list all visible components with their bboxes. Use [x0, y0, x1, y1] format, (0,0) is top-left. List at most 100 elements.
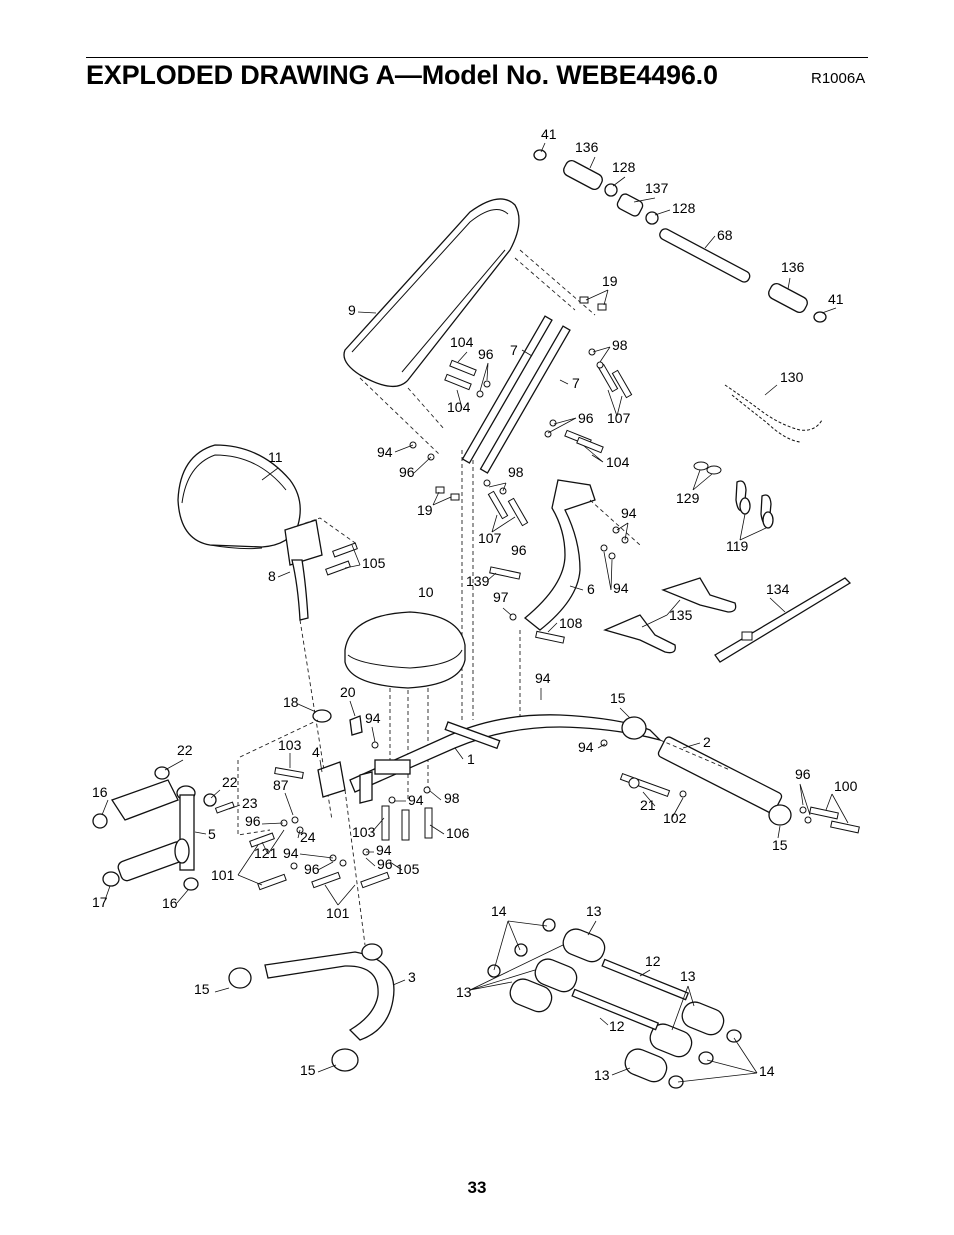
foam-rollers — [487, 918, 742, 1089]
callout: 96 — [245, 813, 261, 829]
callout: 94 — [408, 792, 424, 808]
callout: 96 — [795, 766, 811, 782]
callout: 14 — [759, 1063, 775, 1079]
front-stabilizer — [228, 943, 395, 1072]
callout: 18 — [283, 694, 299, 710]
callout: 2 — [703, 734, 711, 750]
callout: 98 — [444, 790, 460, 806]
triceps-straps — [603, 577, 737, 654]
callout: 13 — [680, 968, 696, 984]
callout: 107 — [607, 410, 631, 426]
callout: 94 — [365, 710, 381, 726]
callout: 136 — [575, 139, 599, 155]
callout: 139 — [466, 573, 490, 589]
callout: 94 — [535, 670, 551, 686]
callout: 24 — [300, 829, 316, 845]
callout: 15 — [194, 981, 210, 997]
callout: 94 — [283, 845, 299, 861]
callout: 105 — [396, 861, 420, 877]
callout: 102 — [663, 810, 687, 826]
callout: 19 — [602, 273, 618, 289]
back-frame-hardware — [409, 348, 633, 580]
callout: 100 — [834, 778, 858, 794]
callout: 1 — [467, 751, 475, 767]
leader-lines — [101, 142, 849, 1083]
callout: 7 — [510, 342, 518, 358]
drawing-code: R1006A — [811, 70, 866, 87]
callout: 101 — [211, 867, 235, 883]
callout: 94 — [376, 842, 392, 858]
callout: 96 — [478, 346, 494, 362]
callout: 129 — [676, 490, 700, 506]
page-title: EXPLODED DRAWING A—Model No. WEBE4496.0 — [86, 60, 718, 90]
callout: 3 — [408, 969, 416, 985]
callout: 14 — [491, 903, 507, 919]
handle-bar-assembly — [533, 149, 827, 323]
callout: 107 — [478, 530, 502, 546]
callout: 128 — [612, 159, 636, 175]
seat-pad — [344, 611, 466, 689]
callout: 96 — [304, 861, 320, 877]
callout: 12 — [645, 953, 661, 969]
callout: 136 — [781, 259, 805, 275]
back-pad — [343, 198, 520, 387]
arm-curl-frame — [509, 479, 629, 644]
callout: 96 — [578, 410, 594, 426]
callout: 15 — [772, 837, 788, 853]
callout: 4 — [312, 744, 320, 760]
callout: 106 — [446, 825, 470, 841]
callout: 9 — [348, 302, 356, 318]
callout: 22 — [177, 742, 193, 758]
callout: 105 — [362, 555, 386, 571]
callout: 94 — [578, 739, 594, 755]
callout: 104 — [606, 454, 630, 470]
callout: 98 — [508, 464, 524, 480]
callout: 10 — [418, 584, 434, 600]
callout: 12 — [609, 1018, 625, 1034]
callout: 96 — [399, 464, 415, 480]
callout: 13 — [586, 903, 602, 919]
leg-lever — [92, 766, 235, 891]
callout: 96 — [377, 856, 393, 872]
callout: 134 — [766, 581, 790, 597]
callout: 13 — [456, 984, 472, 1000]
callout: 137 — [645, 180, 669, 196]
callout: 19 — [417, 502, 433, 518]
callout: 108 — [559, 615, 583, 631]
callout: 104 — [450, 334, 474, 350]
leg-pad-bracket — [284, 519, 358, 621]
callout: 5 — [208, 826, 216, 842]
callout: 94 — [613, 580, 629, 596]
callout-labels: 41 136 128 137 128 68 136 41 19 9 104 96… — [92, 126, 858, 1083]
callout: 128 — [672, 200, 696, 216]
callout: 121 — [254, 845, 278, 861]
callout: 23 — [242, 795, 258, 811]
callout: 41 — [541, 126, 557, 142]
callout: 101 — [326, 905, 350, 921]
clips-and-collars — [693, 461, 774, 529]
callout: 17 — [92, 894, 108, 910]
callout: 119 — [726, 538, 749, 554]
callout: 103 — [352, 824, 376, 840]
callout: 20 — [340, 684, 356, 700]
callout: 96 — [511, 542, 527, 558]
callout: 103 — [278, 737, 302, 753]
page-number: 33 — [467, 1178, 487, 1197]
callout: 13 — [594, 1067, 610, 1083]
callout: 41 — [828, 291, 844, 307]
rear-frame — [600, 716, 860, 834]
callout: 94 — [377, 444, 393, 460]
callout: 87 — [273, 777, 289, 793]
callout: 8 — [268, 568, 276, 584]
callout: 16 — [92, 784, 108, 800]
leg-pad — [177, 444, 301, 550]
callout: 11 — [268, 449, 283, 465]
callout: 135 — [669, 607, 693, 623]
callout: 15 — [300, 1062, 316, 1078]
callout: 16 — [162, 895, 178, 911]
callout: 94 — [621, 505, 637, 521]
callout: 21 — [640, 797, 656, 813]
header-rule — [86, 57, 868, 58]
callout: 68 — [717, 227, 733, 243]
